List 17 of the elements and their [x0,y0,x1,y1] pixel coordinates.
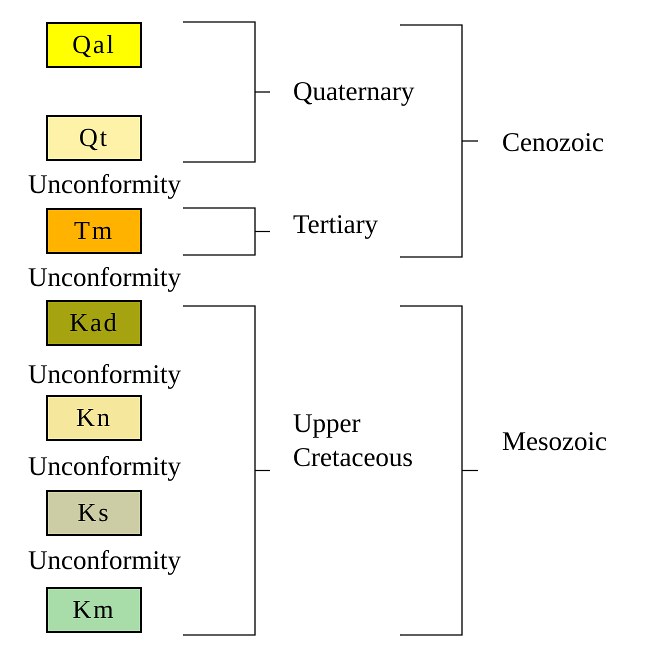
map-unit-box: Qt [46,115,142,161]
period-label: Quaternary [293,75,416,108]
map-unit-box: Kn [46,395,142,441]
map-unit-box: Kad [46,300,142,346]
unconformity-label: Unconformity [28,544,181,577]
period-label: Tertiary [293,208,380,241]
unconformity-label: Unconformity [28,168,181,201]
period-label: Upper Cretaceous [293,407,414,474]
unconformity-label: Unconformity [28,358,181,391]
unconformity-label: Unconformity [28,261,181,294]
era-label: Mesozoic [502,425,607,458]
map-unit-box: Ks [46,490,142,536]
unconformity-label: Unconformity [28,450,181,483]
era-label: Cenozoic [502,126,604,159]
map-unit-box: Qal [46,22,142,68]
map-unit-box: Km [46,587,142,633]
map-unit-box: Tm [46,208,142,254]
